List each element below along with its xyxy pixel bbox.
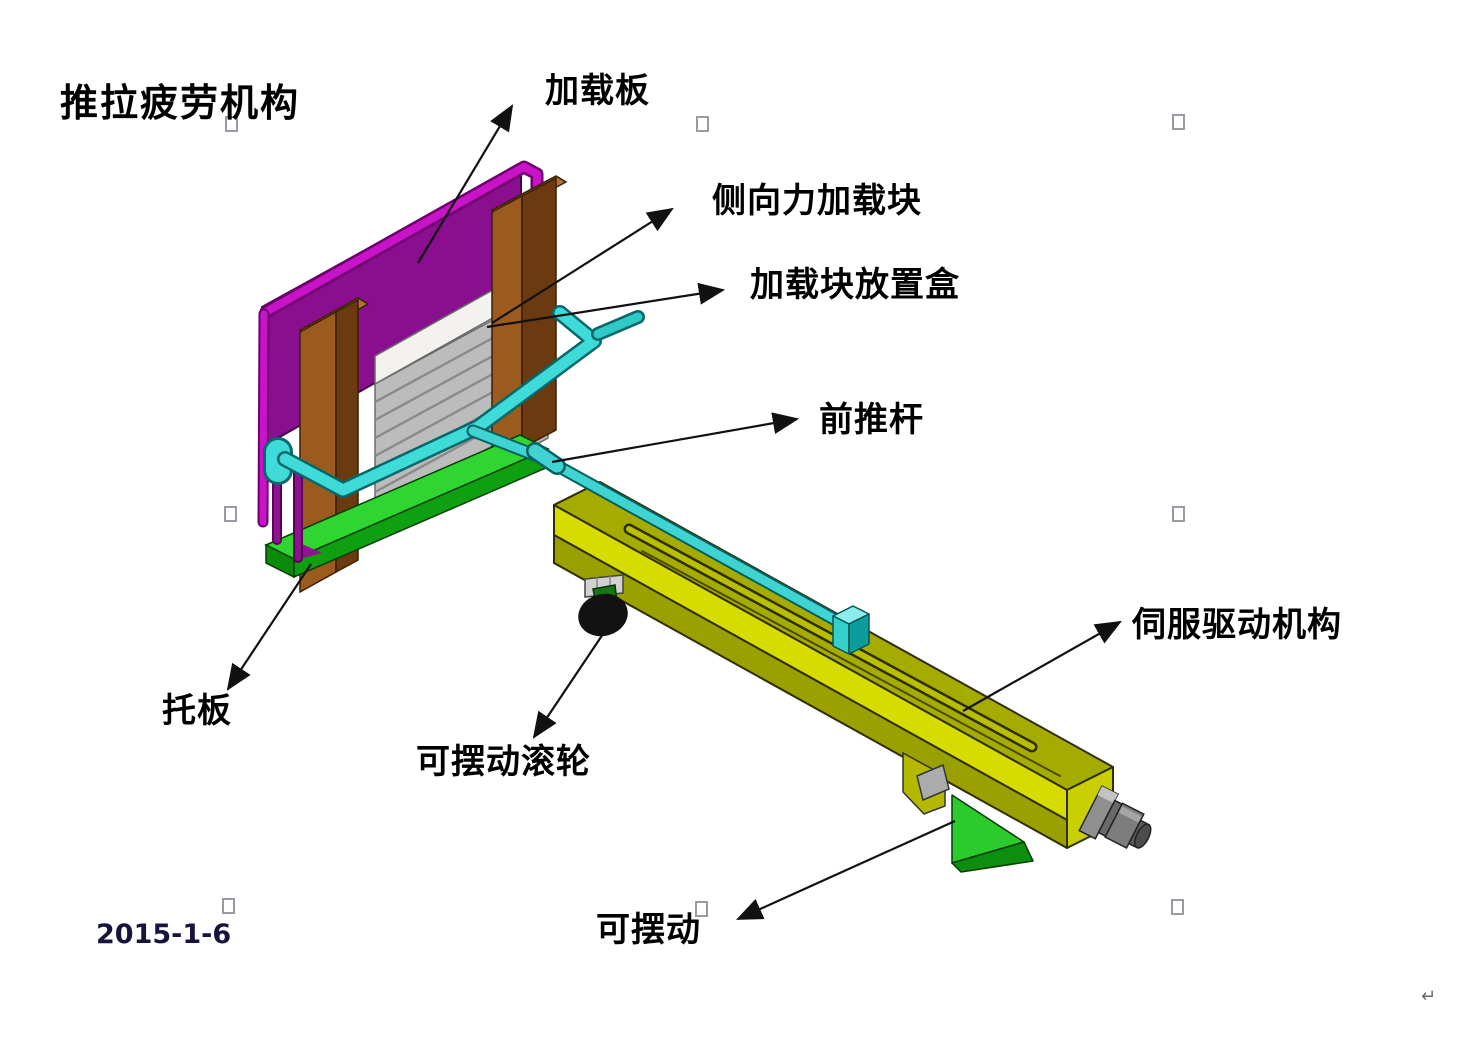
selection-handle[interactable] (224, 506, 237, 522)
selection-handle[interactable] (225, 116, 238, 132)
arrow-swing-roller (532, 633, 604, 739)
paragraph-return-icon: ↵ (1421, 986, 1437, 1007)
label-swing-roller[interactable]: 可摆动滚轮 (416, 742, 591, 782)
arrow-pallet (226, 563, 312, 691)
arrow-loading-plate (417, 104, 514, 264)
label-servo-drive[interactable]: 伺服驱动机构 (1132, 605, 1342, 645)
label-swingable[interactable]: 可摆动 (596, 910, 701, 950)
selection-handle[interactable] (1172, 506, 1185, 522)
selection-handle[interactable] (696, 116, 709, 132)
arrow-push-rod (551, 412, 800, 464)
side-channel-left (298, 297, 370, 594)
swing-roller (578, 574, 628, 637)
arrow-side-force (491, 207, 674, 324)
label-block-box[interactable]: 加载块放置盒 (750, 265, 960, 305)
callout-arrows (226, 104, 1122, 921)
arrow-block-box (486, 282, 726, 329)
selection-handle[interactable] (1172, 114, 1185, 130)
selection-handle[interactable] (222, 898, 235, 914)
label-pallet[interactable]: 托板 (162, 691, 232, 731)
label-side-force[interactable]: 侧向力加载块 (712, 181, 922, 221)
label-push-rod[interactable]: 前推杆 (819, 400, 924, 440)
slider-block (832, 605, 870, 655)
servo-motor (1078, 785, 1152, 849)
slide-date: 2015-1-6 (96, 919, 232, 950)
selection-handle[interactable] (1171, 899, 1184, 915)
selection-handle[interactable] (695, 901, 708, 917)
arrow-servo-drive (962, 620, 1122, 712)
arrow-swingable (735, 819, 956, 921)
page-title[interactable]: 推拉疲劳机构 (60, 81, 301, 125)
pivot-wedge (951, 794, 1034, 873)
pivot-bracket (902, 751, 950, 815)
label-loading-plate[interactable]: 加载板 (545, 71, 650, 111)
front-push-rod (466, 424, 848, 630)
